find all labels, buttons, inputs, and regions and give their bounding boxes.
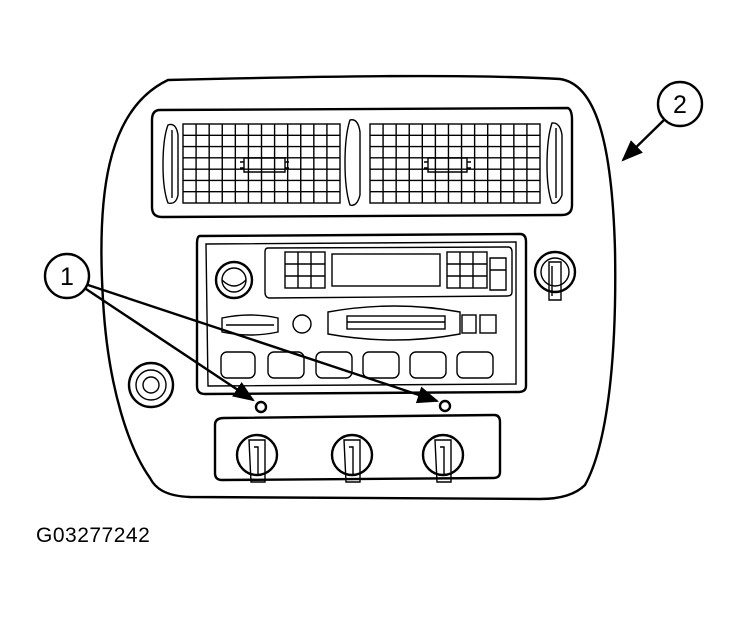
knob-icon — [421, 433, 465, 483]
arrow-icon — [621, 119, 665, 162]
air-vent-icon — [182, 123, 341, 204]
screw-hole-icon — [438, 399, 452, 413]
callout-1-label: 1 — [60, 263, 74, 291]
knob-icon — [127, 361, 175, 409]
figure-id: G03277242 — [36, 524, 151, 547]
knob-icon — [214, 260, 254, 300]
air-vent-housing — [150, 106, 574, 219]
air-vent-icon — [369, 123, 541, 204]
screw-hole-icon — [254, 400, 268, 414]
radio-unit — [195, 232, 528, 396]
climate-control-panel — [213, 413, 502, 483]
knob-icon — [533, 250, 577, 301]
arrow-icon — [85, 288, 255, 402]
arrow-icon — [87, 283, 440, 404]
callout-2-label: 2 — [673, 91, 687, 119]
knob-icon — [235, 433, 279, 483]
callout-2: 2 — [621, 80, 704, 162]
knob-icon — [330, 433, 374, 483]
callout-1: 1 — [43, 252, 440, 404]
